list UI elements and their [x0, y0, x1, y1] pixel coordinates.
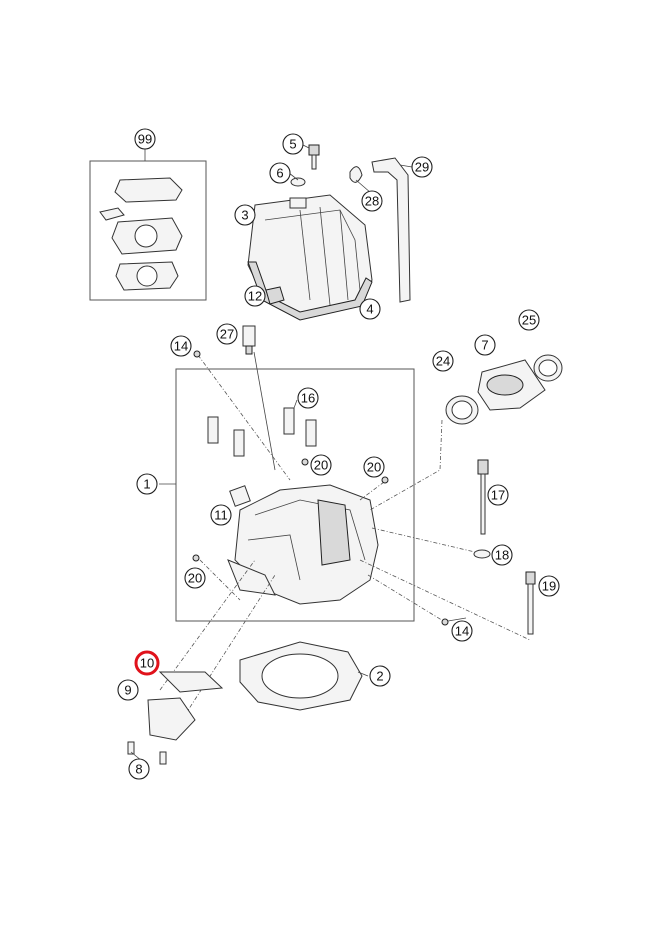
- svg-text:29: 29: [415, 160, 429, 175]
- breather-hose: [349, 157, 413, 303]
- svg-text:16: 16: [301, 391, 315, 406]
- svg-text:25: 25: [522, 313, 536, 328]
- callout-29: 29: [411, 156, 433, 178]
- svg-text:14: 14: [174, 339, 188, 354]
- callout-9: 9: [117, 679, 139, 701]
- callout-28: 28: [361, 190, 383, 212]
- valve-cover: [247, 194, 373, 321]
- callout-19: 19: [538, 575, 560, 597]
- svg-text:24: 24: [436, 354, 450, 369]
- svg-text:28: 28: [365, 194, 379, 209]
- svg-text:17: 17: [491, 488, 505, 503]
- svg-text:11: 11: [214, 508, 228, 523]
- callout-4: 4: [359, 298, 381, 320]
- callout-10[interactable]: 10: [134, 650, 160, 676]
- callout-5: 5: [282, 133, 304, 155]
- svg-text:27: 27: [220, 327, 234, 342]
- leader-lines: [159, 354, 531, 716]
- callout-14-bottom: 14: [451, 620, 473, 642]
- callout-20-left: 20: [184, 567, 206, 589]
- svg-text:99: 99: [138, 132, 152, 147]
- callout-24: 24: [432, 350, 454, 372]
- valve-guides: [207, 399, 317, 457]
- oil-plug: [265, 286, 285, 305]
- svg-text:8: 8: [135, 762, 142, 777]
- svg-text:12: 12: [248, 289, 262, 304]
- svg-text:2: 2: [376, 669, 383, 684]
- bolt-and-washer: [288, 143, 320, 187]
- svg-text:20: 20: [188, 571, 202, 586]
- callout-8: 8: [128, 758, 150, 780]
- svg-text:6: 6: [276, 166, 283, 181]
- callout-99: 99: [134, 128, 156, 150]
- intake-manifold: [127, 671, 224, 766]
- head-bolts: [473, 459, 536, 635]
- svg-text:3: 3: [241, 208, 248, 223]
- callout-3: 3: [234, 204, 256, 226]
- cylinder-head: [227, 484, 379, 605]
- svg-text:4: 4: [366, 302, 373, 317]
- cylinder-head-frame: [159, 368, 415, 622]
- svg-text:19: 19: [542, 579, 556, 594]
- svg-text:14: 14: [455, 624, 469, 639]
- svg-text:7: 7: [481, 338, 488, 353]
- small-bolts: [192, 350, 449, 626]
- spark-plug: [242, 325, 276, 471]
- svg-text:20: 20: [314, 458, 328, 473]
- callout-11: 11: [210, 504, 232, 526]
- intake-flange: [445, 354, 563, 425]
- callout-12: 12: [244, 285, 266, 307]
- callout-17: 17: [487, 484, 509, 506]
- callout-6: 6: [269, 162, 291, 184]
- svg-text:18: 18: [495, 548, 509, 563]
- callout-18: 18: [491, 544, 513, 566]
- callout-27: 27: [216, 323, 238, 345]
- callout-14-top: 14: [170, 335, 192, 357]
- svg-text:1: 1: [143, 477, 150, 492]
- svg-text:20: 20: [367, 460, 381, 475]
- head-gasket: [239, 641, 369, 711]
- callout-20-center: 20: [310, 454, 332, 476]
- gasket-kit-frame: [89, 148, 207, 301]
- callout-20-right: 20: [363, 456, 385, 478]
- svg-text:9: 9: [124, 683, 131, 698]
- callout-16: 16: [297, 387, 319, 409]
- callout-7: 7: [474, 334, 496, 356]
- callout-1: 1: [136, 473, 158, 495]
- svg-text:10: 10: [140, 656, 154, 671]
- callout-2: 2: [369, 665, 391, 687]
- svg-text:5: 5: [289, 137, 296, 152]
- callout-25: 25: [518, 309, 540, 331]
